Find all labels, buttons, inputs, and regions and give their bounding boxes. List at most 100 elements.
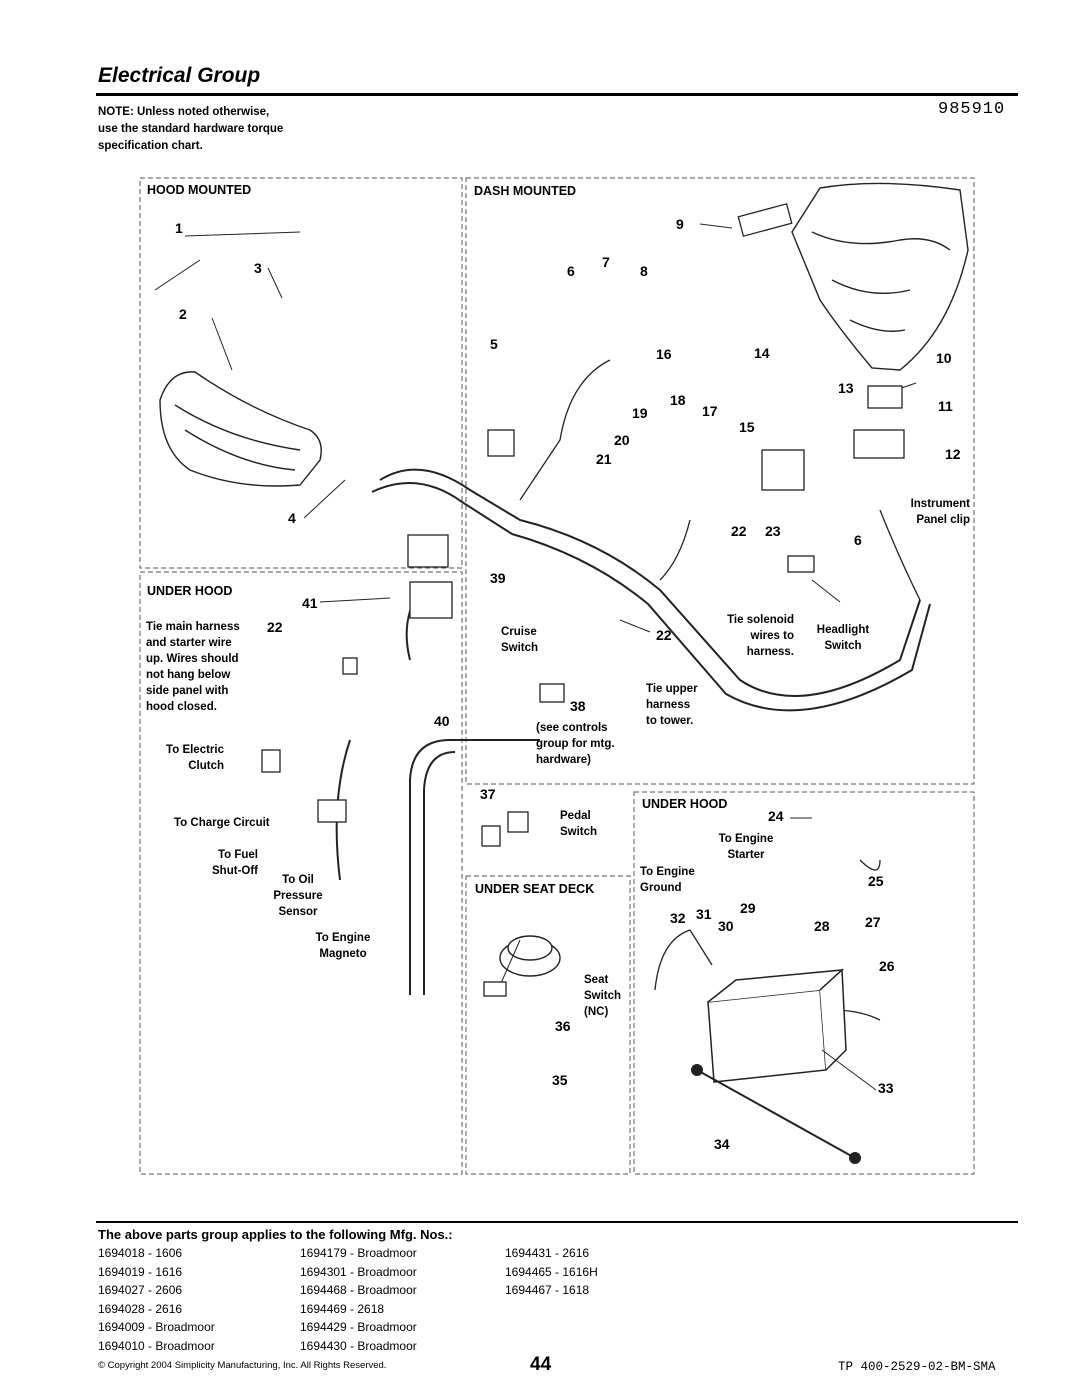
callout-23: 23 (765, 523, 781, 539)
callout-35: 35 (552, 1072, 568, 1088)
model-row: 1694431 - 2616 (505, 1246, 590, 1260)
callout-3: 3 (254, 260, 262, 276)
callout-26: 26 (879, 958, 895, 974)
callout-4: 4 (288, 510, 296, 526)
callout-16: 16 (656, 346, 672, 362)
model-row: 1694468 - Broadmoor (300, 1283, 417, 1297)
callout-32: 32 (670, 910, 686, 926)
callout-34: 34 (714, 1136, 730, 1152)
callout-27: 27 (865, 914, 881, 930)
callout-12: 12 (945, 446, 961, 462)
callout-6b: 6 (854, 532, 862, 548)
model-row: 1694179 - Broadmoor (300, 1246, 417, 1260)
callout-33: 33 (878, 1080, 894, 1096)
callout-8: 8 (640, 263, 648, 279)
main-harness (335, 468, 931, 995)
torque-note: NOTE: Unless noted otherwise, use the st… (98, 106, 284, 152)
callout-41: 41 (302, 595, 318, 611)
models-col-2: 1694179 - Broadmoor 1694301 - Broadmoor … (300, 1244, 417, 1355)
leader-lines (154, 223, 917, 1091)
battery-rod (691, 1064, 861, 1164)
models-col-1: 1694018 - 1606 1694019 - 1616 1694027 - … (98, 1244, 215, 1355)
callout-40: 40 (434, 713, 450, 729)
section-under-hood-right: UNDER HOOD (642, 797, 728, 811)
section-under-seat-deck: UNDER SEAT DECK (475, 882, 595, 896)
callout-38: 38 (570, 698, 586, 714)
page-number: 44 (530, 1354, 552, 1375)
model-row: 1694467 - 1618 (505, 1283, 590, 1297)
part-number: 985910 (938, 100, 1006, 119)
section-dash-mounted: DASH MOUNTED (474, 184, 577, 198)
callout-10: 10 (936, 350, 952, 366)
callout-22a: 22 (267, 619, 283, 635)
model-row: 1694465 - 1616H (505, 1264, 598, 1279)
callout-28: 28 (814, 918, 830, 934)
header-rule (96, 93, 1018, 96)
section-under-hood-left: UNDER HOOD (147, 584, 233, 598)
callout-37: 37 (480, 786, 496, 802)
models-col-3: 1694431 - 2616 1694465 - 1616H 1694467 -… (505, 1244, 598, 1300)
callout-25: 25 (868, 873, 884, 889)
callout-2: 2 (179, 306, 187, 322)
model-row: 1694429 - Broadmoor (300, 1320, 417, 1334)
callout-14: 14 (754, 345, 770, 361)
callout-1: 1 (175, 220, 183, 236)
label-to-charge-circuit: To Charge Circuit (174, 817, 270, 829)
callout-30: 30 (718, 918, 734, 934)
seat-switch (499, 935, 561, 977)
callout-31: 31 (696, 906, 712, 922)
model-row: 1694019 - 1616 (98, 1264, 183, 1279)
callout-36: 36 (555, 1018, 571, 1034)
model-row: 1694469 - 2618 (300, 1301, 385, 1316)
callout-6: 6 (567, 263, 575, 279)
callout-22b: 22 (656, 627, 672, 643)
model-row: 1694430 - Broadmoor (300, 1338, 417, 1353)
headlight-shell (159, 371, 322, 487)
copyright: © Copyright 2004 Simplicity Manufacturin… (98, 1360, 387, 1371)
model-row: 1694009 - Broadmoor (98, 1320, 215, 1334)
model-row: 1694027 - 2606 (98, 1283, 183, 1297)
model-row: 1694028 - 2616 (98, 1301, 183, 1316)
callout-15: 15 (739, 419, 755, 435)
section-borders (139, 177, 975, 1175)
callout-5: 5 (490, 336, 498, 352)
models-table: 1694018 - 1606 1694019 - 1616 1694027 - … (98, 1244, 698, 1354)
connectors (261, 203, 905, 997)
callout-24: 24 (768, 808, 784, 824)
callout-11: 11 (938, 398, 953, 414)
callout-18: 18 (670, 392, 686, 408)
document-id: TP 400-2529-02-BM-SMA (838, 1360, 996, 1374)
model-row: 1694010 - Broadmoor (98, 1338, 215, 1353)
callout-19: 19 (632, 405, 648, 421)
callout-7: 7 (602, 254, 610, 270)
applies-rule (96, 1221, 1018, 1223)
callout-22c: 22 (731, 523, 747, 539)
hood-shell (791, 182, 969, 371)
callout-29: 29 (740, 900, 756, 916)
callout-39: 39 (490, 570, 506, 586)
battery (707, 968, 847, 1083)
applies-heading: The above parts group applies to the fol… (98, 1227, 453, 1242)
callout-21: 21 (596, 451, 612, 467)
callout-17: 17 (702, 403, 718, 419)
callout-9: 9 (676, 216, 684, 232)
model-row: 1694018 - 1606 (98, 1246, 183, 1260)
callout-13: 13 (838, 380, 854, 396)
callout-20: 20 (614, 432, 630, 448)
page-title: Electrical Group (98, 64, 261, 87)
